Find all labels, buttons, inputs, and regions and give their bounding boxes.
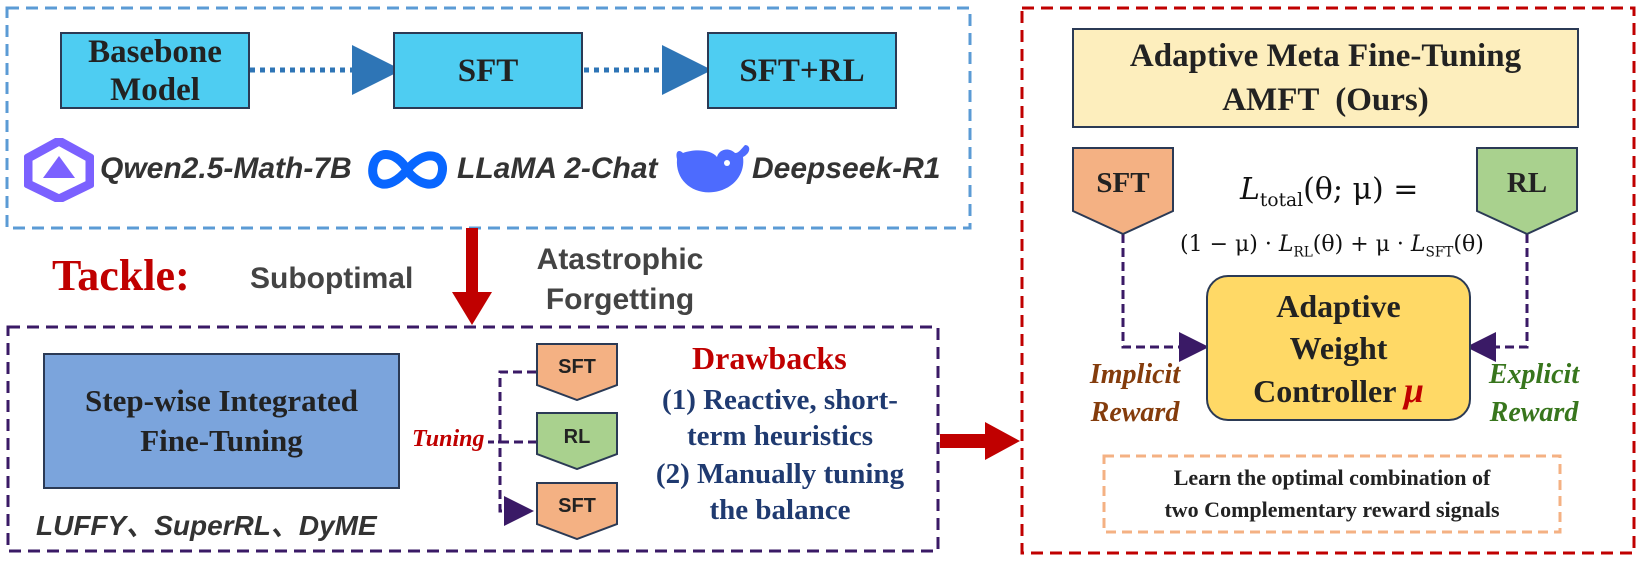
controller-line3: Controller μ	[1253, 369, 1424, 412]
red-down-arrow-shaft	[466, 228, 478, 294]
amft-sft-shape	[1072, 147, 1174, 235]
controller-line1: Adaptive	[1276, 287, 1401, 324]
right-panel-border	[1020, 6, 1636, 555]
loss-mid: (θ) + μ ·	[1312, 232, 1411, 257]
red-right-arrow-shaft	[940, 434, 986, 448]
model-deepseek: Deepseek-R1	[752, 152, 941, 185]
sft-rl-box-label: SFT+RL	[739, 52, 865, 89]
step-sft-2-shape	[536, 482, 618, 540]
rl-to-controller-line	[1466, 234, 1529, 362]
qwen-logo-icon	[24, 138, 94, 202]
amft-title-line2: AMFT (Ours)	[1222, 82, 1429, 118]
bottom-panel-border	[6, 325, 940, 553]
method-line1: Step-wise Integrated	[85, 383, 358, 418]
step-wise-method-box: Step-wise Integrated Fine-Tuning	[43, 353, 400, 489]
loss-end: (θ)	[1453, 232, 1484, 257]
drawback-2-line2: the balance	[709, 494, 851, 526]
tuning-label: Tuning	[412, 426, 485, 452]
implicit-reward-label: Implicit Reward	[1075, 356, 1195, 432]
drawbacks-list: (1) Reactive, short- term heuristics (2)…	[630, 382, 930, 528]
step-sft-1-shape	[536, 343, 618, 401]
problem-forgetting: Atastrophic Forgetting	[520, 240, 720, 320]
loss-equation-line1: Ltotal(θ; μ) =	[1240, 172, 1418, 211]
step-sft-2: SFT	[558, 495, 596, 517]
summary-line1: Learn the optimal combination of	[1173, 465, 1491, 490]
problem-forgetting-line1: Atastrophic	[536, 243, 704, 276]
problem-forgetting-line2: Forgetting	[545, 283, 695, 316]
amft-title-line1: Adaptive Meta Fine-Tuning	[1129, 38, 1522, 74]
problem-suboptimal: Suboptimal	[250, 262, 414, 295]
base-model-box: Basebone Model	[60, 32, 250, 109]
summary-line2: two Complementary reward signals	[1164, 497, 1500, 522]
drawback-1-line1: (1) Reactive, short-	[662, 384, 898, 416]
amft-rl-label: RL	[1506, 167, 1548, 199]
method-line2: Fine-Tuning	[140, 423, 303, 458]
drawback-1-line2: term heuristics	[686, 420, 874, 452]
method-examples: LUFFY、SuperRL、DyME	[36, 510, 377, 541]
sft-to-controller-line	[1121, 234, 1209, 362]
amft-rl-shape	[1476, 147, 1578, 235]
loss-sft-sub: SFT	[1425, 244, 1454, 261]
red-down-arrow-head	[452, 292, 492, 325]
adaptive-weight-controller-box: Adaptive Weight Controller μ	[1206, 275, 1471, 421]
loss-rl-sub: RL	[1293, 244, 1313, 261]
base-model-line2: Model	[110, 71, 200, 108]
loss-lhs: L	[1240, 172, 1260, 207]
step-sft-1: SFT	[558, 356, 596, 378]
loss-sft: L	[1410, 232, 1426, 257]
implicit-line1: Implicit	[1089, 359, 1181, 390]
sft-box-label: SFT	[457, 52, 519, 89]
top-panel-border	[5, 6, 972, 230]
step-rl: RL	[563, 426, 591, 448]
tackle-label: Tackle:	[52, 251, 190, 300]
summary-text: Learn the optimal combination of two Com…	[1106, 462, 1558, 526]
drawbacks-title: Drawbacks	[692, 340, 847, 376]
explicit-line1: Explicit	[1488, 359, 1580, 390]
step-rl-shape	[536, 412, 618, 470]
sft-rl-box: SFT+RL	[707, 32, 897, 109]
model-qwen: Qwen2.5-Math-7B	[100, 152, 352, 185]
loss-rl: L	[1278, 232, 1294, 257]
loss-rhs-a: (1 − μ) ·	[1180, 232, 1279, 257]
amft-title-box: Adaptive Meta Fine-Tuning AMFT (Ours)	[1072, 28, 1579, 128]
controller-mu: μ	[1403, 369, 1424, 410]
model-llama: LLaMA 2-Chat	[457, 152, 658, 185]
sft-box: SFT	[393, 32, 583, 109]
loss-equation-line2: (1 − μ) · LRL(θ) + μ · LSFT(θ)	[1180, 232, 1484, 260]
loss-args: (θ; μ) =	[1303, 172, 1419, 207]
red-right-arrow-head	[985, 422, 1020, 460]
explicit-reward-label: Explicit Reward	[1474, 356, 1594, 432]
explicit-line2: Reward	[1489, 397, 1579, 428]
loss-lhs-sub: total	[1259, 190, 1304, 211]
implicit-line2: Reward	[1090, 397, 1180, 428]
drawback-2-line1: (2) Manually tuning	[655, 458, 905, 490]
summary-box-border	[1102, 454, 1562, 534]
deepseek-logo-icon	[676, 145, 750, 193]
meta-logo-icon	[368, 150, 447, 189]
amft-sft-label: SFT	[1096, 167, 1150, 199]
controller-line3-text: Controller	[1253, 372, 1396, 409]
base-model-line1: Basebone	[88, 33, 222, 70]
controller-line2: Weight	[1289, 329, 1388, 366]
